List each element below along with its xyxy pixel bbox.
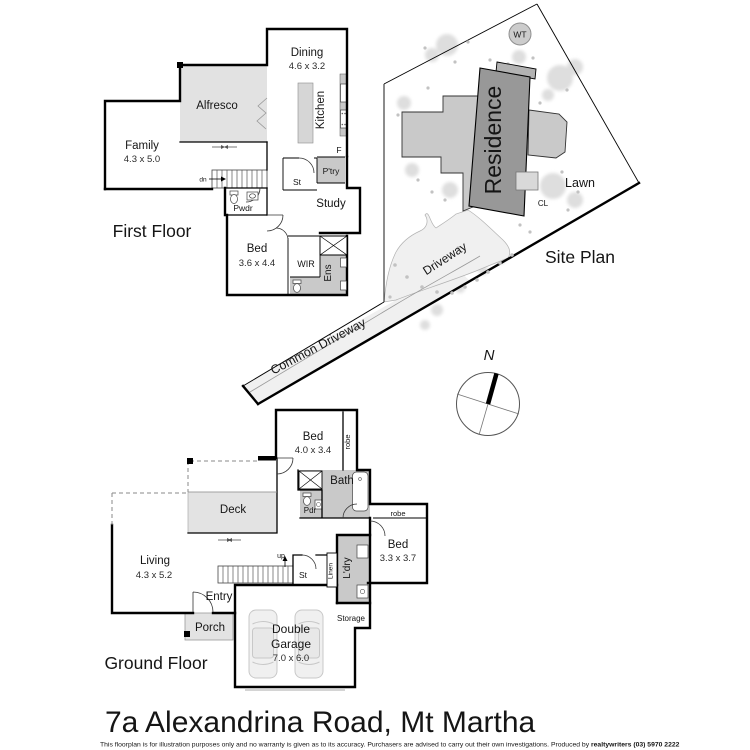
stairs-up [217,556,294,584]
bed2-dims: 3.3 x 3.7 [380,553,416,564]
storage-label: Storage [337,614,366,623]
ensuite-floor [290,255,347,295]
common-driveway-surface [243,267,470,404]
residence-building [401,61,568,217]
laundry-label: L'dry [342,557,353,578]
page-title: 7a Alexandrina Road, Mt Martha [105,706,536,739]
bed1-dims: 4.0 x 3.4 [295,445,331,456]
water-tank-circle [508,22,532,46]
powder-fixtures [229,190,259,204]
deck-floor [187,491,278,534]
wir-label: WIR [297,259,315,269]
footer-produced-by: realtywriters (03) 5970 2222 [591,742,680,749]
stairs-dn-label: dn [199,177,207,184]
residence-main-block [468,67,531,217]
bath-fixtures [298,470,369,512]
kitchen-island [297,82,314,144]
bed1-label: Bed [303,431,323,443]
robe1-label: robe [343,434,352,449]
deck-label: Deck [220,504,246,516]
footer-disclaimer-text: This floorplan is for illustration purpo… [100,742,591,749]
alfresco-floor [180,65,267,142]
store-label: St [293,177,302,187]
clothesline-box [515,171,539,191]
ground-floor-walls [110,408,429,691]
ensuite-fixtures [292,257,347,293]
ground-floor-doors [192,457,386,613]
pantry-floor [317,157,345,183]
wall-post [177,62,183,68]
water-tank-label: WT [513,30,526,40]
driveway-edge-line [249,255,481,393]
compass-north-label: N [484,347,495,364]
powder-label: Pwdr [233,203,253,213]
pantry-label: P'try [323,166,340,176]
garage-label-line1: Double [272,622,310,636]
family-label: Family [125,140,159,152]
footer-disclaimer: This floorplan is for illustration purpo… [100,742,680,749]
laundry-fixtures [356,544,369,599]
post-mark-porch [184,631,190,637]
fridge-label: F [336,145,341,155]
porch-floor [184,612,234,641]
garage-dims: 7.0 x 6.0 [273,653,309,664]
powder-gf-label: Pdr [304,506,317,515]
wall-lintel [258,456,276,461]
dining-dims: 4.6 x 3.2 [289,61,325,72]
lawn-label: Lawn [565,176,595,190]
porch-label: Porch [195,622,225,634]
driveway-surface [383,209,511,303]
dining-label: Dining [291,47,324,59]
linen-label: Linen [328,563,335,579]
first-floor-title: First Floor [113,221,192,241]
kitchen-sink [340,83,347,103]
robe2-label: robe [390,509,405,518]
alfresco-label: Alfresco [196,100,238,112]
compass-needle [485,372,499,405]
family-dims: 4.3 x 5.0 [124,154,160,165]
garage-label-line2: Garage [271,637,311,651]
garage-cars [248,609,324,679]
bed2-label: Bed [388,539,408,551]
ensuite-label: Ens [323,264,334,281]
wall-opening-zigzag [256,97,268,130]
clothesline-label: CL [538,199,549,208]
cooktop-burners [341,112,346,126]
kitchen-cooktop [340,109,347,129]
stairs-up-label: up [277,553,285,560]
post-mark-deck [187,458,193,464]
ground-floor-title: Ground Floor [104,653,207,673]
study-label: Study [316,198,346,210]
residence-right-wing [527,109,568,159]
bed-label: Bed [247,243,267,255]
site-boundary [241,3,641,406]
kitchen-label: Kitchen [315,91,327,129]
sliding-door-arrows [212,145,237,149]
residence-left-wing [401,95,479,212]
bath-label: Bath [330,475,354,487]
site-plan-title: Site Plan [545,247,615,267]
stairs-down [209,169,268,189]
residence-roof-strip [495,61,537,80]
compass: N [456,347,520,436]
first-floor-plan: Family 4.3 x 5.0 Alfresco Dining 4.6 x 3… [103,27,362,297]
living-label: Living [140,555,170,567]
deck-slider-arrows [218,538,241,542]
linen-cupboard [326,552,338,588]
site-plan: WT Residence Lawn CL Driveway Common Dri… [241,3,641,406]
ground-floor-plan: Bed 4.0 x 3.4 robe Bath Pdr Deck Living … [104,408,429,691]
bed-dims: 3.6 x 4.4 [239,258,275,269]
store-gf-label: St [299,570,308,580]
living-dims: 4.3 x 5.2 [136,570,172,581]
entry-label: Entry [206,591,233,603]
residence-label: Residence [480,86,506,195]
